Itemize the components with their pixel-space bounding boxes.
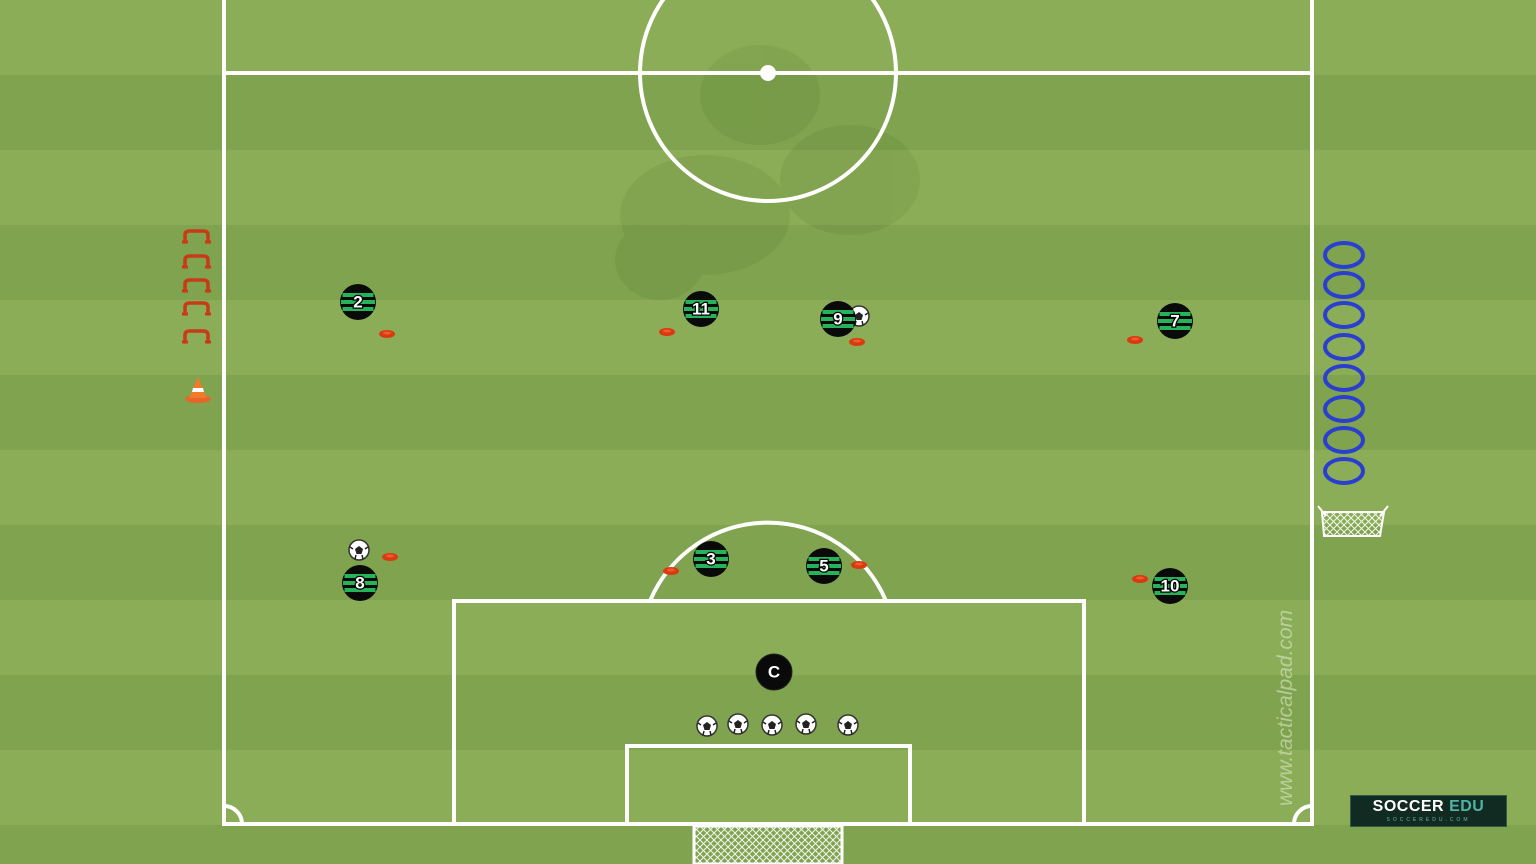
soccer-ball-icon[interactable] xyxy=(348,539,370,561)
grass-stripe xyxy=(0,525,1536,600)
goal-net-icon xyxy=(1320,511,1386,537)
background-ball-logo xyxy=(615,45,920,300)
agility-ring-icon[interactable] xyxy=(1323,426,1365,454)
flat-disc-marker-icon[interactable] xyxy=(659,328,675,336)
agility-ring-icon[interactable] xyxy=(1323,333,1365,361)
soccer-ball-icon[interactable] xyxy=(696,715,718,737)
grass-stripe xyxy=(0,375,1536,450)
flat-disc-marker-icon[interactable] xyxy=(849,338,865,346)
players: 2 11 9 7 8 3 5 10 xyxy=(340,284,1193,604)
agility-ring-icon[interactable] xyxy=(1323,457,1365,485)
flat-disc-marker-icon[interactable] xyxy=(379,330,395,338)
center-spot xyxy=(760,65,776,81)
flat-disc-marker-icon[interactable] xyxy=(1127,336,1143,344)
player-token[interactable]: 3 xyxy=(693,541,729,577)
main-goal xyxy=(692,824,844,864)
grass-stripe xyxy=(0,0,1536,75)
player-token[interactable]: 10 xyxy=(1152,568,1188,604)
player-token[interactable]: 11 xyxy=(683,291,719,327)
grass-stripe xyxy=(0,300,1536,375)
flat-disc-marker-icon[interactable] xyxy=(382,553,398,561)
center-circle xyxy=(638,0,898,203)
agility-ring-icon[interactable] xyxy=(1323,301,1365,329)
mini-hurdle-icon[interactable] xyxy=(182,254,211,269)
brand-tagline: SOCCEREDU.COM xyxy=(1386,817,1471,823)
flat-disc-marker-icon[interactable] xyxy=(1132,575,1148,583)
small-goal xyxy=(1317,505,1389,537)
player-number: 7 xyxy=(1170,312,1179,331)
grass-stripe xyxy=(0,750,1536,825)
flat-disc-marker-icon[interactable] xyxy=(851,561,867,569)
mini-hurdle-icon[interactable] xyxy=(182,278,211,293)
player-number: 2 xyxy=(353,293,362,312)
player-number: 3 xyxy=(706,550,715,569)
traffic-cone-icon[interactable] xyxy=(185,377,211,403)
player-token[interactable]: 5 xyxy=(806,548,842,584)
player-token[interactable]: 9 xyxy=(820,301,856,337)
mini-hurdles xyxy=(182,229,211,344)
corner-arc-right xyxy=(1292,804,1313,825)
coach-label: C xyxy=(768,663,780,682)
player-number: 11 xyxy=(692,300,710,319)
agility-ring-icon[interactable] xyxy=(1323,241,1365,269)
brand-name: SOCCER EDU xyxy=(1372,798,1485,815)
grass-stripe xyxy=(0,75,1536,150)
player-number: 9 xyxy=(833,310,842,329)
watermark-text: www.tacticalpad.com xyxy=(1274,610,1297,806)
disc-markers xyxy=(379,328,1148,583)
agility-ring-icon[interactable] xyxy=(1323,271,1365,299)
mini-hurdle-icon[interactable] xyxy=(182,329,211,344)
soccer-ball-icon[interactable] xyxy=(795,713,817,735)
coach[interactable]: C xyxy=(755,653,793,691)
player-number: 8 xyxy=(355,574,364,593)
player-number: 10 xyxy=(1161,577,1180,596)
goal-area xyxy=(625,744,912,826)
grass-stripe xyxy=(0,150,1536,225)
grass-stripe xyxy=(0,450,1536,525)
agility-rings xyxy=(1323,241,1365,485)
mini-hurdle-icon[interactable] xyxy=(182,301,211,316)
player-token[interactable]: 2 xyxy=(340,284,376,320)
soccer-ball-icon[interactable] xyxy=(761,714,783,736)
mini-hurdle-icon[interactable] xyxy=(182,229,211,244)
agility-ring-icon[interactable] xyxy=(1323,395,1365,423)
agility-ring-icon[interactable] xyxy=(1323,364,1365,392)
soccer-ball-icon[interactable] xyxy=(837,714,859,736)
soccer-ball-icon[interactable] xyxy=(727,713,749,735)
player-number: 5 xyxy=(819,557,828,576)
goal-net-icon xyxy=(692,824,844,864)
grass-stripe xyxy=(0,225,1536,300)
soccer-edu-logo: SOCCER EDU SOCCEREDU.COM xyxy=(1350,795,1507,827)
corner-arc-left xyxy=(223,804,244,825)
player-token[interactable]: 7 xyxy=(1157,303,1193,339)
flat-disc-marker-icon[interactable] xyxy=(663,567,679,575)
player-token[interactable]: 8 xyxy=(342,565,378,601)
